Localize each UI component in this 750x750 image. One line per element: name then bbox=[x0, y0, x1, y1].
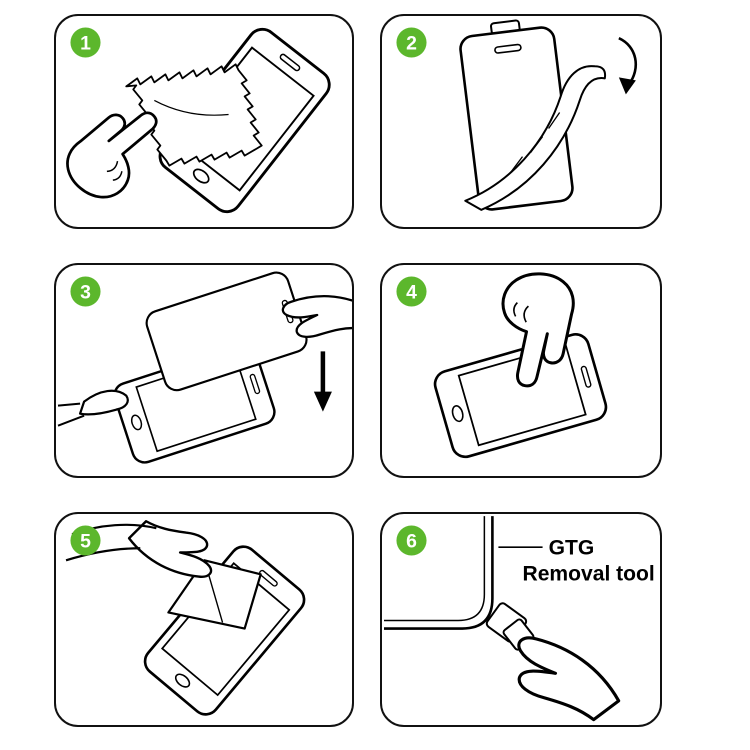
down-arrow-icon bbox=[313, 351, 332, 412]
peeling-film-icon bbox=[464, 65, 607, 211]
step-number: 5 bbox=[80, 530, 91, 552]
peel-direction-arrow-icon bbox=[618, 37, 638, 95]
smooth-surface-with-cloth-icon bbox=[65, 514, 311, 722]
glass-protector-icon bbox=[142, 268, 311, 395]
step-number: 4 bbox=[406, 281, 417, 303]
step-number: 6 bbox=[406, 530, 417, 552]
align-glass-over-phone-icon bbox=[57, 268, 352, 467]
cleaning-cloth-icon bbox=[125, 63, 263, 167]
peel-backing-film-icon bbox=[459, 19, 638, 211]
step-panel-1: 1 bbox=[54, 14, 354, 229]
tool-label-line1: GTG bbox=[549, 536, 595, 559]
step-panel-2: 2 bbox=[380, 14, 662, 229]
step-number: 1 bbox=[80, 32, 91, 54]
step-number: 2 bbox=[406, 32, 417, 54]
thumb-icon bbox=[57, 389, 129, 427]
corner-removal-tool-icon: GTG Removal tool bbox=[384, 516, 655, 725]
wipe-screen-with-cloth-icon bbox=[56, 22, 337, 219]
step-number-badge: 1 bbox=[70, 27, 101, 58]
step-panel-4: 4 bbox=[380, 263, 662, 478]
tool-label-line2: Removal tool bbox=[523, 562, 655, 585]
step-panel-5: 5 bbox=[54, 512, 354, 727]
step-panel-6: GTG Removal tool 6 bbox=[380, 512, 662, 727]
screen-corner-icon bbox=[384, 516, 494, 630]
phone-icon bbox=[430, 329, 611, 462]
step-number-badge: 2 bbox=[396, 27, 427, 58]
step-panel-3: 3 bbox=[54, 263, 354, 478]
step-number-badge: 6 bbox=[396, 525, 427, 556]
step-number-badge: 4 bbox=[396, 276, 427, 307]
step-number-badge: 5 bbox=[70, 525, 101, 556]
step-number: 3 bbox=[80, 281, 91, 303]
step-number-badge: 3 bbox=[70, 276, 101, 307]
